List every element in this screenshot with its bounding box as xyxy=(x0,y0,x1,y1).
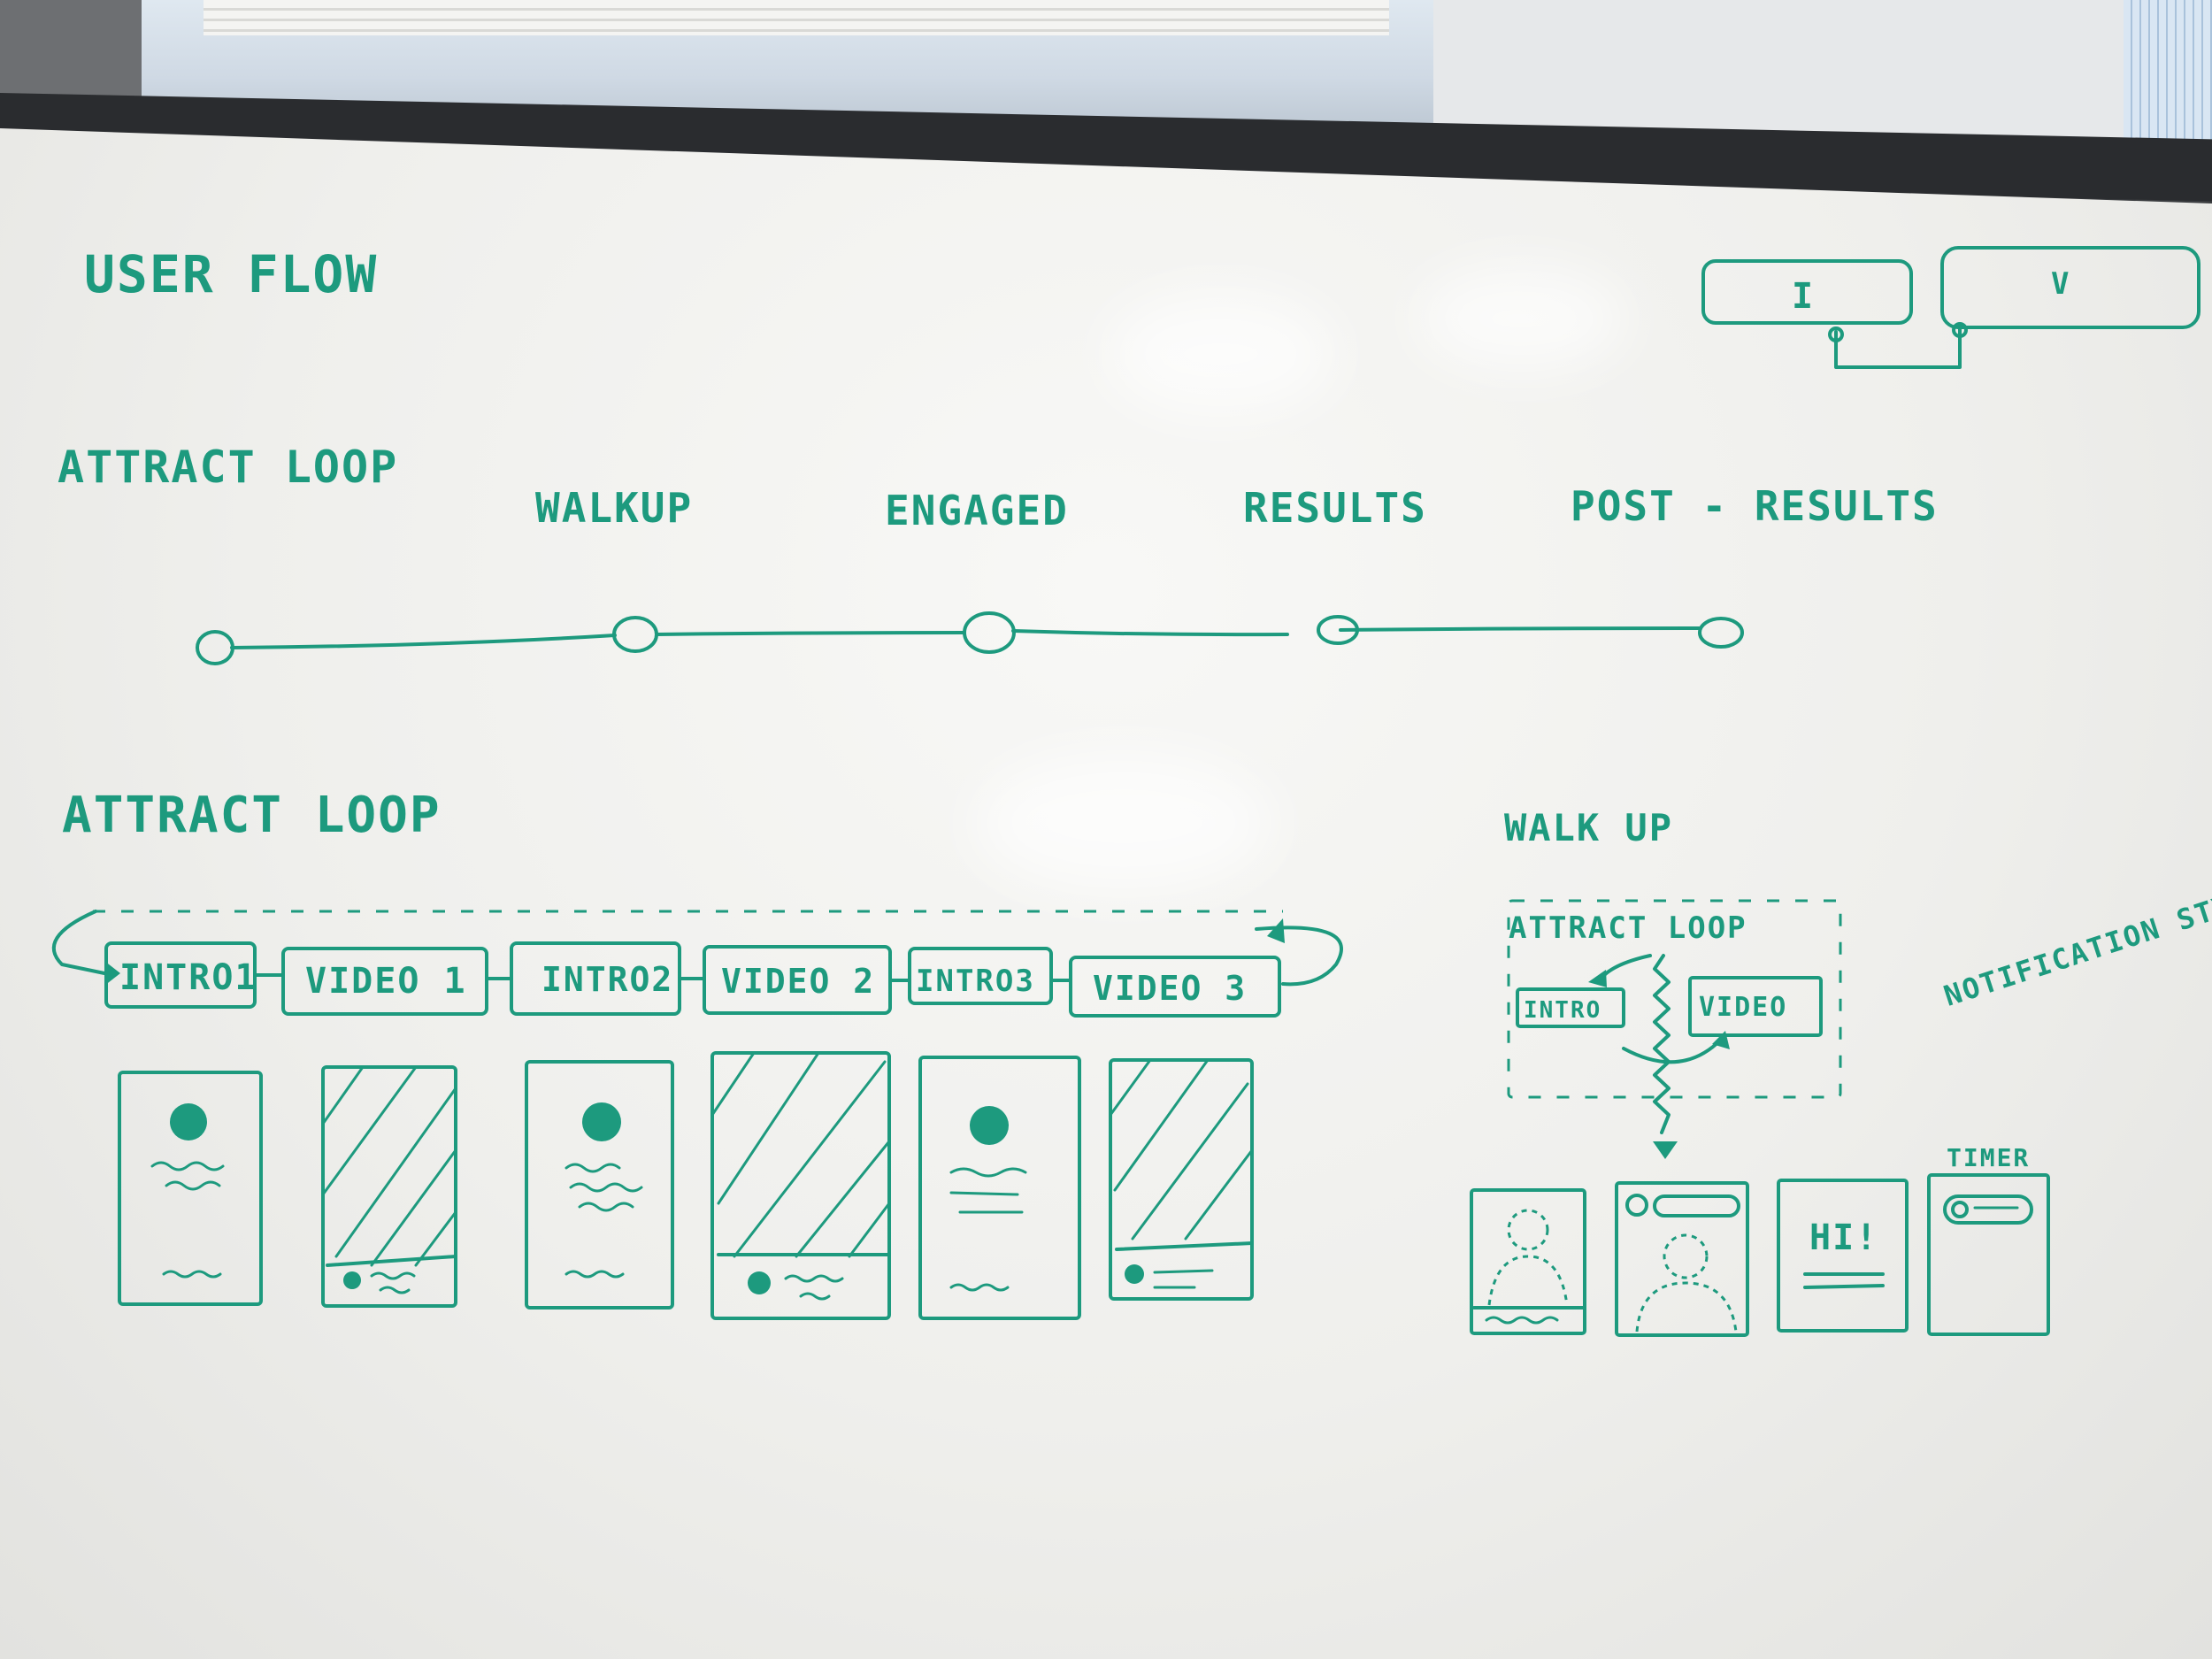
stage-label-engaged: ENGAGED xyxy=(885,487,1069,534)
wireframe-video-1 xyxy=(323,1067,456,1306)
timer-notification xyxy=(1945,1196,2032,1223)
wireframe-intro-3 xyxy=(920,1057,1079,1318)
timer-label: TIMER xyxy=(1947,1143,2030,1172)
timeline-node xyxy=(614,618,657,651)
attract-heading: ATTRACT LOOP xyxy=(62,787,442,844)
attract-wireframes xyxy=(119,1053,1252,1318)
step-intro3-label: INTRO3 xyxy=(916,964,1035,999)
title: USER FLOW xyxy=(84,244,378,304)
walkup-heading: WALK UP xyxy=(1504,806,1673,849)
wireframe-person-notification xyxy=(1617,1183,1747,1335)
wireframe-video-3 xyxy=(1110,1060,1252,1299)
walkup-note-text: NOTIFICATION STYLE TIMER xyxy=(1939,841,2212,1013)
wireframe-person xyxy=(1471,1190,1585,1333)
step-intro1-label: INTRO1 xyxy=(119,957,258,998)
timeline xyxy=(197,613,1742,664)
legend: I V xyxy=(1703,248,2199,367)
walkup-note: NOTIFICATION STYLE TIMER xyxy=(1939,841,2212,1013)
step-video1-label: VIDEO 1 xyxy=(305,961,467,1002)
greeting-text: HI! xyxy=(1809,1217,1878,1258)
walkup-loop-label: ATTRACT LOOP xyxy=(1509,910,1747,946)
walkup-attract-loop: ATTRACT LOOP INTRO VIDEO xyxy=(1509,901,1840,1159)
legend-label-i: I xyxy=(1792,276,1815,317)
step-intro2-label: INTRO2 xyxy=(541,960,673,999)
step-video2-label: VIDEO 2 xyxy=(721,962,875,1001)
stage-label-post-results: POST - RESULTS xyxy=(1571,482,1939,530)
walkup-intro-label: INTRO xyxy=(1524,997,1601,1024)
timeline-node xyxy=(964,613,1014,652)
wireframe-video-2 xyxy=(712,1053,889,1318)
step-video3-label: VIDEO 3 xyxy=(1093,969,1247,1008)
stage-label-attract: ATTRACT LOOP xyxy=(58,442,398,493)
attract-loop-steps: INTRO1 VIDEO 1 INTRO2 VIDEO 2 INTRO3 VID… xyxy=(54,911,1341,1016)
timeline-node xyxy=(197,632,233,664)
walkup-wireframes: HI! TIMER xyxy=(1471,1143,2048,1335)
stage-label-walkup: WALKUP xyxy=(535,484,693,532)
timeline-node xyxy=(1700,618,1742,647)
walkup-video-label: VIDEO xyxy=(1699,992,1787,1023)
legend-label-v: V xyxy=(2051,266,2070,302)
stage-label-results: RESULTS xyxy=(1243,484,1427,532)
wireframe-timer xyxy=(1929,1175,2048,1334)
